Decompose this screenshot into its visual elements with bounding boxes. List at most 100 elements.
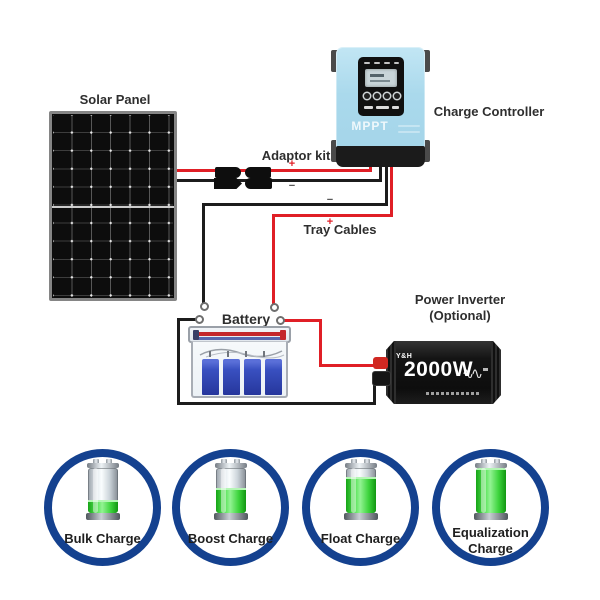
battery-cap [214,463,247,468]
battery-base [213,513,248,520]
battery-base [343,513,378,520]
solar-panel [49,111,177,301]
charge-stage-boost: Boost Charge [172,449,289,594]
battery-cell [265,359,282,395]
charge-stage-equalization: Equalization Charge [432,449,549,594]
battery-level-icon [213,459,248,521]
battery-nub [350,459,357,464]
battery-cap [474,463,507,468]
battery-nub [105,459,112,464]
controller-button [364,93,370,99]
stage-label: Float Charge [320,531,401,546]
wire-tray-negative-drop [385,163,388,206]
controller-mount-tab [331,140,340,162]
inverter-positive-terminal [373,357,388,369]
stage-ring-icon [302,449,419,566]
wire-tray-positive-v [272,214,275,311]
mc4-connector-icon [245,167,271,178]
battery-base [85,513,120,520]
battery-tube [345,468,376,513]
controller-mppt-text: MPPT [351,119,389,133]
controller-terminal-block [336,146,425,167]
sine-wave-icon [463,368,488,378]
wire-inverter-negative-v2 [373,383,376,405]
tray-plus-mark: + [326,216,334,228]
battery [191,341,288,398]
stage-label: Boost Charge [187,531,274,546]
cell-post [245,351,247,357]
battery-lid [188,326,291,343]
battery-level-icon [343,459,378,521]
battery-nub [220,459,227,464]
mc4-connector-icon [245,178,272,189]
charge-stage-float: Float Charge [302,449,419,594]
indicator-icon [364,62,370,64]
inverter-heatsink-fins [386,341,396,404]
adaptor-plus-mark: + [288,158,296,170]
controller-button [384,93,390,99]
inverter-fine-print [426,392,480,395]
inverter-heatsink-fins [491,341,501,404]
battery-cell [244,359,261,395]
battery-cell [223,359,240,395]
controller-mount-tab [421,50,430,72]
battery-nub [480,459,487,464]
wire-inverter-positive-v [319,319,322,367]
wire-inverter-positive-h1 [281,319,322,322]
decorative-line [398,125,420,127]
battery-cap [86,463,119,468]
indicator-icon [384,62,390,64]
controller-button [394,93,400,99]
wire-tray-negative-h [202,203,388,206]
battery-label: Battery [221,311,271,327]
wire-inverter-negative-v1 [177,318,180,405]
decorative-line [398,131,420,133]
ring-terminal-icon [200,302,209,311]
indicator-icon [394,62,399,64]
battery-busbar-negative [198,337,283,340]
battery-nub [363,459,370,464]
controller-mount-tab [421,140,430,162]
battery-cell [202,359,219,395]
battery-level-icon [473,459,508,521]
battery-terminal-cap [280,330,286,340]
battery-tube [475,468,506,513]
power-inverter-label: Power Inverter [414,292,506,307]
lcd-segment [370,80,390,82]
wire-inverter-positive-h2 [319,364,378,367]
battery-terminal-cap [193,330,199,340]
battery-cap [344,463,377,468]
wire-tray-positive-drop [390,163,393,217]
ring-terminal-icon [276,316,285,325]
cell-post [227,351,229,357]
cell-post [209,351,211,357]
battery-internal-wires [199,348,285,359]
battery-nub [92,459,99,464]
cell-post [263,351,265,357]
wire-tray-negative-v [202,203,205,307]
ring-terminal-icon [270,303,279,312]
battery-tube [215,468,246,513]
adaptor-minus-mark: − [288,180,296,192]
power-inverter: Y&H 2000W [386,341,501,404]
inverter-negative-terminal [372,371,391,386]
wire-pv-negative-h [168,179,382,182]
wire-inverter-negative-h2 [177,402,376,405]
controller-button [374,93,380,99]
wire-pv-positive-v [369,163,372,172]
stage-label: Equalization Charge [452,525,529,556]
battery-fill [215,488,246,513]
inverter-power-rating: 2000W [404,358,474,381]
battery-gloss [92,468,98,513]
tray-minus-mark: − [326,194,334,206]
brand-logo-mark [376,106,389,109]
inverter-brand-text: Y&H [396,353,413,360]
tray-cables-label: Tray Cables [303,222,377,237]
controller-display-panel [358,57,404,116]
power-inverter-optional-label: (Optional) [429,308,491,323]
wire-tray-positive-h [272,214,393,217]
wire-inverter-negative-h1 [178,318,198,321]
controller-mount-tab [331,50,340,72]
solar-panel-divider [52,206,174,208]
battery-busbar-positive [198,332,283,336]
